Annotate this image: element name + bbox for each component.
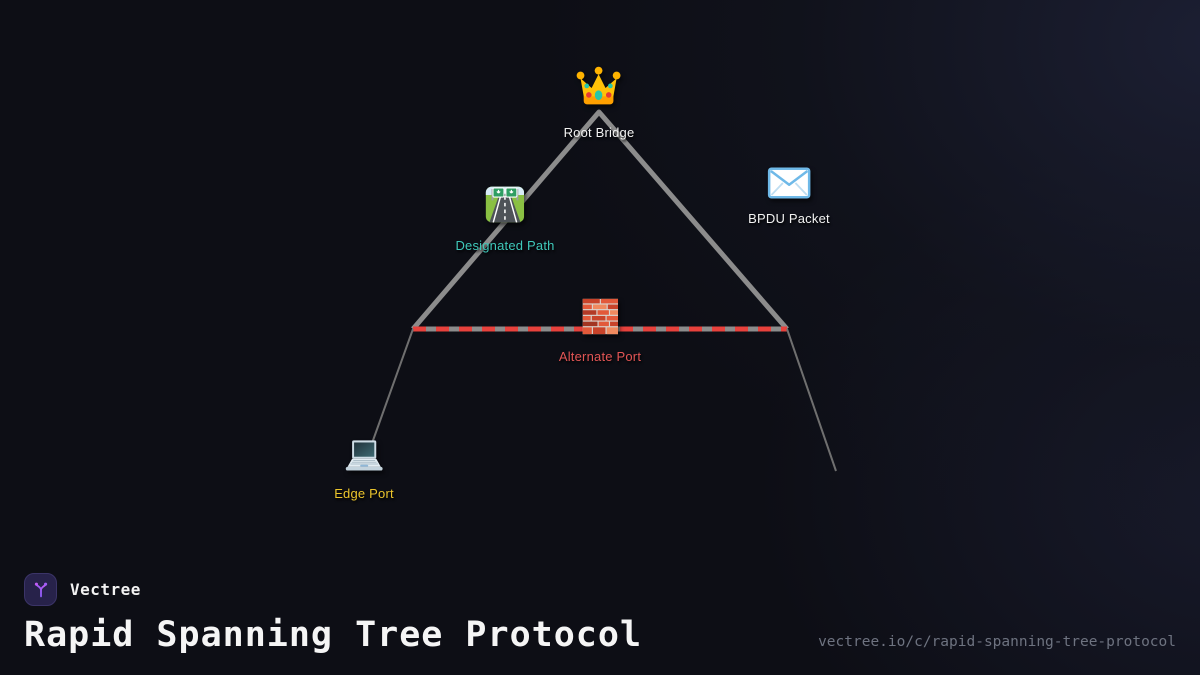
vectree-logo	[24, 573, 57, 606]
page-url: vectree.io/c/rapid-spanning-tree-protoco…	[818, 634, 1176, 650]
crown-icon	[574, 63, 624, 113]
edge-to-edge-port	[370, 328, 414, 447]
vectree-branch-icon	[30, 579, 52, 601]
title-row: Rapid Spanning Tree Protocol vectree.io/…	[24, 615, 1176, 655]
laptop-icon	[341, 439, 387, 474]
node-designated-path: Designated Path	[455, 183, 554, 253]
envelope-icon	[767, 167, 811, 199]
node-bpdu-packet: BPDU Packet	[748, 167, 830, 226]
node-root-bridge: Root Bridge	[564, 63, 635, 140]
node-edge-port: Edge Port	[334, 439, 394, 501]
page-title: Rapid Spanning Tree Protocol	[24, 615, 643, 655]
node-label: Edge Port	[334, 486, 394, 501]
node-label: Root Bridge	[563, 125, 635, 140]
edge-root-links	[411, 109, 789, 331]
brick-wall-icon	[579, 296, 620, 337]
motorway-icon	[484, 183, 527, 226]
node-alternate-port: Alternate Port	[559, 296, 641, 364]
footer: Vectree Rapid Spanning Tree Protocol vec…	[0, 573, 1200, 675]
node-label: Alternate Port	[558, 349, 642, 364]
edge-lower-right	[786, 328, 837, 472]
node-label: BPDU Packet	[748, 211, 830, 226]
brand-row: Vectree	[24, 573, 1176, 606]
node-label: Designated Path	[455, 238, 555, 253]
brand-name: Vectree	[70, 580, 141, 599]
